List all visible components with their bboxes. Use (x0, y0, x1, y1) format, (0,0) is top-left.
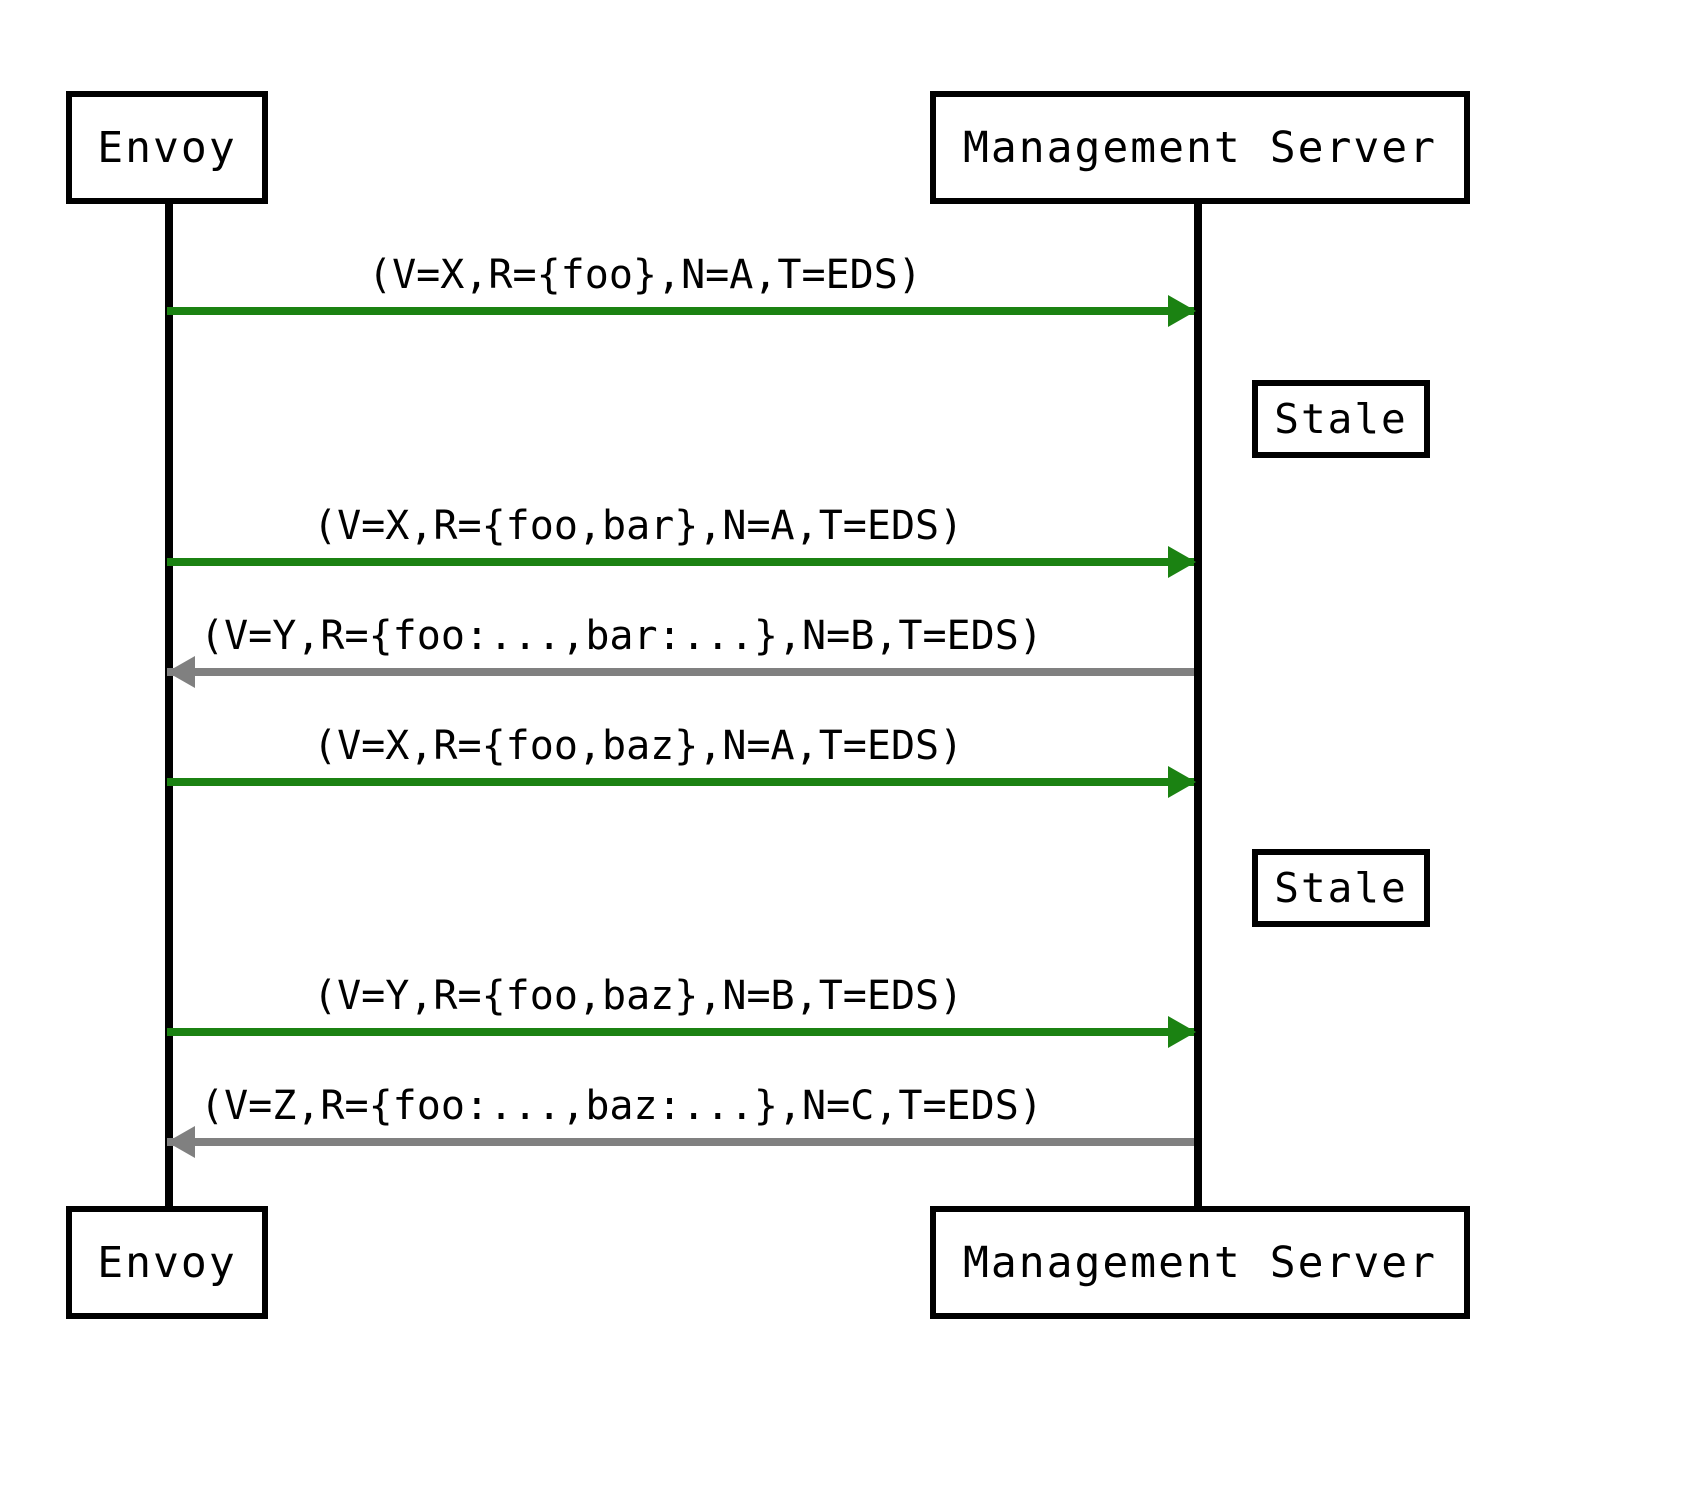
message-line-1[interactable] (167, 307, 1194, 315)
actor-box-management-server-bottom[interactable]: Management Server (930, 1206, 1470, 1319)
message-arrowhead-3 (167, 656, 195, 688)
message-label-1: (V=X,R={foo},N=A,T=EDS) (368, 252, 922, 298)
lifeline-management-server (1194, 200, 1202, 1220)
note-label-stale-1: Stale (1274, 395, 1408, 443)
message-label-3: (V=Y,R={foo:...,bar:...},N=B,T=EDS) (200, 613, 1043, 659)
message-arrowhead-5 (1168, 1016, 1196, 1048)
message-arrowhead-6 (167, 1126, 195, 1158)
actor-label-envoy-bottom: Envoy (97, 1237, 237, 1288)
message-label-6: (V=Z,R={foo:...,baz:...},N=C,T=EDS) (200, 1083, 1043, 1129)
actor-label-envoy-top: Envoy (97, 122, 237, 173)
note-box-stale-1[interactable]: Stale (1252, 380, 1430, 458)
actor-label-management-server-bottom: Management Server (962, 1237, 1438, 1288)
message-line-3[interactable] (167, 668, 1194, 676)
message-label-4: (V=X,R={foo,baz},N=A,T=EDS) (313, 723, 964, 769)
actor-label-management-server-top: Management Server (962, 122, 1438, 173)
message-label-2: (V=X,R={foo,bar},N=A,T=EDS) (313, 503, 964, 549)
message-line-4[interactable] (167, 778, 1194, 786)
message-arrowhead-2 (1168, 546, 1196, 578)
actor-box-envoy-top[interactable]: Envoy (66, 91, 268, 204)
lifeline-envoy (165, 200, 173, 1220)
message-line-5[interactable] (167, 1028, 1194, 1036)
message-arrowhead-4 (1168, 766, 1196, 798)
message-line-2[interactable] (167, 558, 1194, 566)
actor-box-envoy-bottom[interactable]: Envoy (66, 1206, 268, 1319)
message-line-6[interactable] (167, 1138, 1194, 1146)
message-label-5: (V=Y,R={foo,baz},N=B,T=EDS) (313, 973, 964, 1019)
note-label-stale-2: Stale (1274, 864, 1408, 912)
message-arrowhead-1 (1168, 295, 1196, 327)
note-box-stale-2[interactable]: Stale (1252, 849, 1430, 927)
actor-box-management-server-top[interactable]: Management Server (930, 91, 1470, 204)
